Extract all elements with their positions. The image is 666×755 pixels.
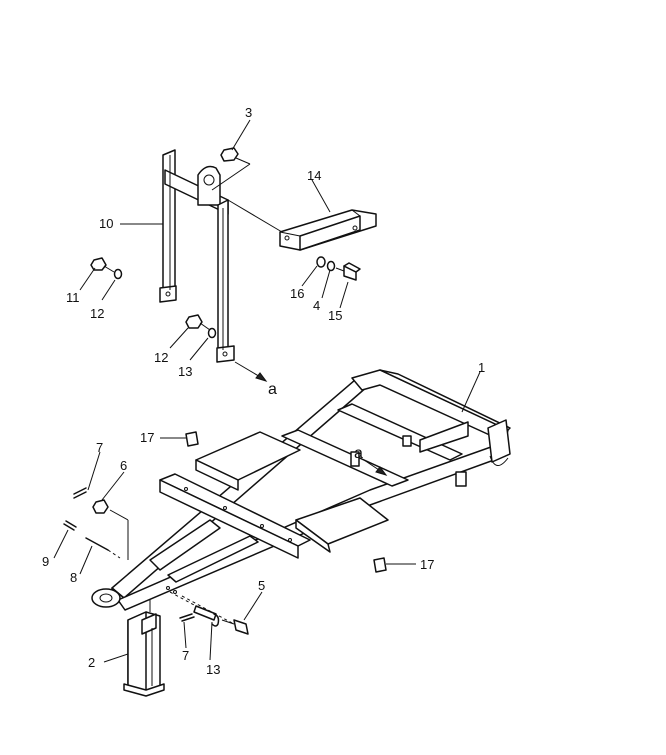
pad-part-17-lower: [373, 557, 387, 573]
pin-part-7-lower: [179, 613, 195, 622]
callout-3: 3: [245, 105, 252, 120]
bolt-part-12-upper: [90, 257, 115, 273]
callout-labels: 3 14 10 11 12 12 13 16 4 15 a 1 17 a 7 6…: [42, 105, 485, 677]
pad-part-17-upper: [185, 431, 199, 447]
callout-8: 13: [206, 662, 220, 677]
washer-part-13-lower: [207, 327, 217, 339]
frame-part-1: [91, 369, 511, 611]
stand-part-2: [123, 600, 165, 697]
callout-1: 1: [478, 360, 485, 375]
bolt-part-15: [335, 262, 361, 281]
callout-6: 6: [120, 458, 127, 473]
pin-part-9: [85, 537, 121, 559]
callout-leaders: [53, 119, 481, 663]
callout-15: 15: [328, 308, 342, 323]
callout-17-upper: 17: [140, 430, 154, 445]
callout-10: 9: [42, 554, 49, 569]
callout-13-upper: 12: [90, 306, 104, 321]
callout-5: 5: [258, 578, 265, 593]
clip-part-10: [63, 520, 77, 531]
callout-4: 4: [313, 298, 320, 313]
callout-7-upper: 7: [96, 440, 103, 455]
bolt-part-5: [181, 595, 249, 635]
reference-arrow-upper: [234, 361, 268, 382]
bracket-part-11: [159, 149, 235, 363]
nut-part-6: [92, 499, 129, 560]
callout-2: 2: [88, 655, 95, 670]
pin-part-8: [169, 591, 220, 627]
callout-9: 8: [70, 570, 77, 585]
washer-part-16: [316, 256, 326, 268]
callout-7-lower: 7: [182, 648, 189, 663]
reference-arrow-frame: [363, 459, 388, 476]
pin-part-7-upper: [73, 487, 87, 499]
nut-part-3: [211, 147, 251, 191]
callout-13-lower: 13: [178, 364, 192, 379]
reference-mark-a-upper: a: [268, 381, 277, 398]
bolt-part-12-lower: [185, 314, 211, 331]
callout-17-lower: 17: [420, 557, 434, 572]
reference-mark-a-frame: a: [354, 445, 363, 462]
washer-part-13-upper: [113, 268, 123, 280]
callout-12-upper: 11: [66, 290, 80, 305]
callout-12-lower: 12: [154, 350, 168, 365]
washer-part-4: [326, 260, 336, 272]
callout-14: 14: [307, 168, 321, 183]
callout-11: 10: [99, 216, 113, 231]
cover-part-14: [227, 199, 377, 251]
callout-16: 16: [290, 286, 304, 301]
